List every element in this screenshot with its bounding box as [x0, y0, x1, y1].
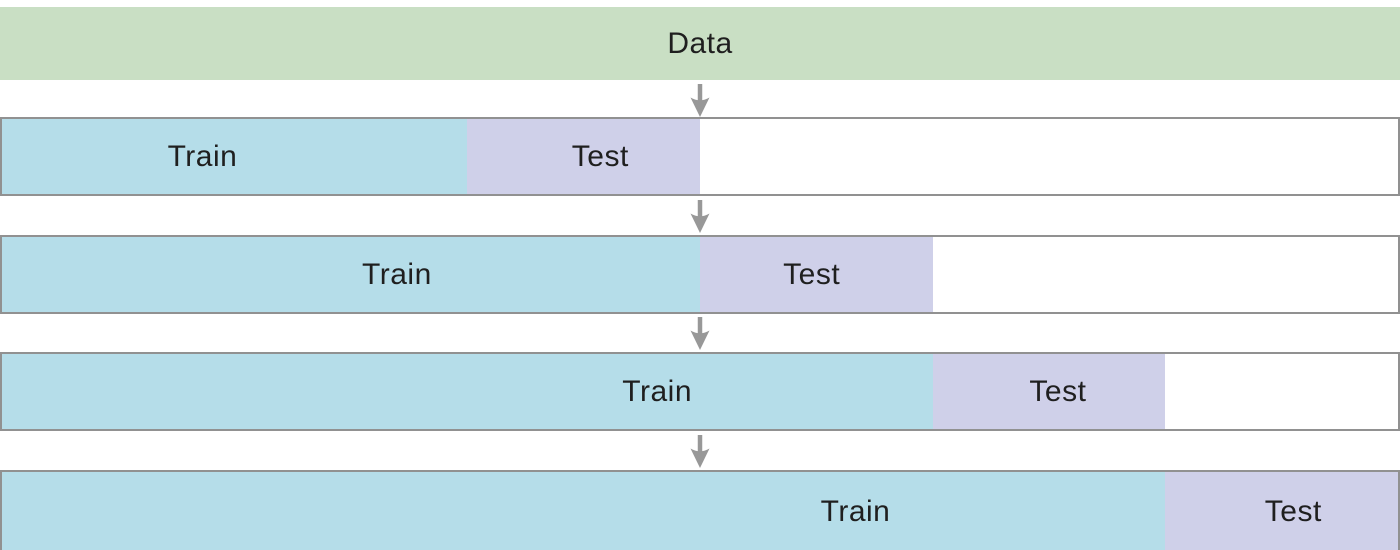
test-label: Test: [1264, 494, 1322, 528]
test-label: Test: [571, 139, 629, 173]
down-arrow-icon: [689, 435, 711, 468]
train-label: Train: [820, 494, 891, 528]
data-bar-label: Data: [667, 26, 733, 60]
test-segment: [700, 237, 933, 312]
train-segment: [2, 354, 933, 429]
cv-split-row: Train Test: [0, 352, 1400, 431]
train-label: Train: [167, 139, 238, 173]
cv-split-row: Train Test: [0, 235, 1400, 314]
test-label: Test: [783, 257, 841, 291]
down-arrow-icon: [689, 317, 711, 350]
train-segment: [2, 472, 1166, 550]
cv-split-row: Train Test: [0, 117, 1400, 196]
down-arrow-icon: [689, 200, 711, 233]
train-segment: [2, 119, 468, 194]
data-bar: Data: [0, 7, 1400, 80]
cv-split-row: Train Test: [0, 470, 1400, 550]
test-segment: [932, 354, 1166, 429]
train-label: Train: [362, 257, 432, 291]
test-segment: [467, 119, 700, 194]
train-label: Train: [622, 374, 693, 408]
train-segment: [2, 237, 700, 312]
test-segment: [1165, 472, 1398, 550]
down-arrow-icon: [689, 84, 711, 117]
test-label: Test: [1029, 374, 1087, 408]
